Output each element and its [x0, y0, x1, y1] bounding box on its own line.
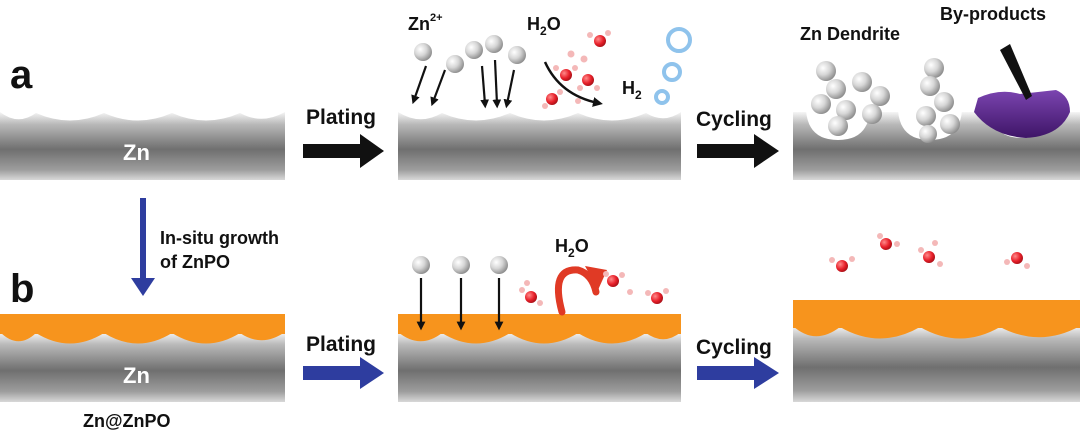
- water-label-b: H2O: [555, 236, 589, 260]
- plating-arrow-b: [303, 357, 384, 389]
- plated-electrode-b: [398, 314, 681, 402]
- repel-arrow-shaft: [554, 266, 600, 316]
- cycling-arrow-b: [697, 357, 779, 389]
- zn-dendrites: [811, 58, 960, 143]
- zn-label-b: Zn: [123, 363, 150, 388]
- zn-ion-particles-b: [412, 256, 508, 274]
- panel-label-b: b: [10, 267, 34, 311]
- cycled-electrode-b: [793, 300, 1080, 402]
- plating-arrow-a: [303, 134, 384, 168]
- plated-electrode-a: [398, 108, 681, 180]
- zn-ion-label: Zn2+: [408, 12, 443, 34]
- growth-arrow-head: [131, 278, 155, 296]
- plating-label-b: Plating: [306, 333, 376, 356]
- water-molecules-c: [829, 233, 1030, 272]
- deposition-arrows-b: [416, 278, 504, 331]
- repel-arrow-head: [585, 266, 607, 290]
- bare-zn-electrode: Zn: [0, 108, 285, 180]
- zn-composite-label: Zn@ZnPO: [83, 411, 171, 431]
- cycling-label-a: Cycling: [696, 108, 772, 131]
- water-label-a: H2O: [527, 14, 561, 38]
- dendrite-label: Zn Dendrite: [800, 24, 900, 44]
- growth-label-1: In-situ growth: [160, 228, 279, 248]
- byproducts-pointer: [1000, 44, 1032, 100]
- growth-label-2: of ZnPO: [160, 252, 230, 272]
- plating-label-a: Plating: [306, 106, 376, 129]
- zn-label-a: Zn: [123, 140, 150, 165]
- water-molecules-b: [519, 271, 669, 306]
- hydrogen-label: H2: [622, 78, 642, 102]
- water-molecules-a: [542, 30, 611, 109]
- byproducts-label: By-products: [940, 4, 1046, 24]
- h2-bubbles: [654, 27, 692, 105]
- coated-zn-electrode: Zn: [0, 314, 285, 402]
- zn-ion-particles-a: [414, 35, 526, 73]
- deposition-arrows-a: [411, 59, 516, 109]
- reaction-arrow-a: [543, 61, 603, 107]
- cycling-arrow-a: [697, 134, 779, 168]
- cycling-label-b: Cycling: [696, 336, 772, 359]
- byproducts-deposit: [974, 90, 1070, 138]
- panel-label-a: a: [10, 53, 33, 97]
